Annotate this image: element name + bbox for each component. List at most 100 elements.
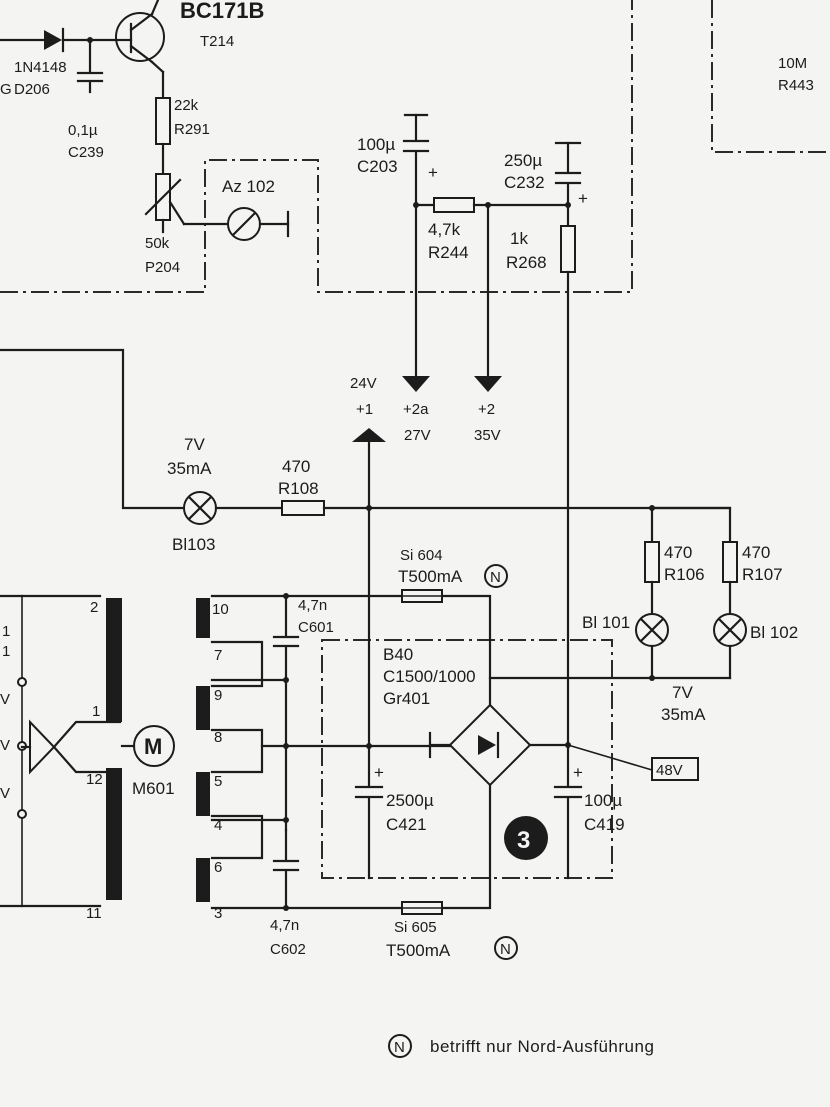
tap-pin-6: 6 [214, 859, 222, 876]
left-edge-1b: 1 [2, 643, 10, 660]
diode-type: 1N4148 [14, 59, 67, 76]
footnote: N betrifft nur Nord-Ausführung [388, 1034, 654, 1058]
svg-text:+: + [374, 763, 384, 782]
svg-text:N: N [490, 569, 501, 586]
p204-value: 50k [145, 235, 170, 252]
r443-value: 10M [778, 55, 807, 72]
meter-az102 [227, 207, 290, 241]
lamp-rating-voltage: 7V [672, 683, 693, 702]
capacitor-c419: + [553, 743, 583, 880]
c232-polarity: + [578, 189, 588, 208]
c601-ref: C601 [298, 619, 334, 636]
resistor-r108 [281, 500, 325, 516]
r268-ref: R268 [506, 253, 547, 272]
transformer-primary [0, 594, 122, 908]
rail-2-id: +2 [478, 401, 495, 418]
module-frame-top-right [711, 0, 830, 153]
fuse-si605 [210, 783, 492, 915]
c421-ref: C421 [386, 815, 427, 834]
left-edge-v1: V [0, 691, 10, 708]
si605-ref: Si 605 [394, 919, 437, 936]
module-frame-supply [321, 639, 613, 879]
motor-ref: M601 [132, 779, 175, 798]
diode-d206 [0, 27, 120, 53]
rail-2-arrow [474, 376, 502, 392]
resistor-r291 [155, 97, 171, 176]
r291-value: 22k [174, 97, 199, 114]
winding-pin-2: 2 [90, 599, 98, 616]
test-voltage-marker: 48V [567, 744, 699, 781]
resistor-r268 [560, 203, 576, 273]
r108-value: 470 [282, 457, 310, 476]
tap-pin-8: 8 [214, 729, 222, 746]
bl101-ref: Bl 101 [582, 613, 630, 632]
svg-text:+: + [573, 763, 583, 782]
winding-pin-1: 1 [92, 703, 100, 720]
c419-ref: C419 [584, 815, 625, 834]
r268-value: 1k [510, 229, 528, 248]
bl103-current: 35mA [167, 459, 212, 478]
capacitor-c239 [76, 38, 104, 94]
left-edge-v3: V [0, 785, 10, 802]
tap-pin-4: 4 [214, 817, 222, 834]
nord-mark-si605: N [494, 936, 518, 960]
lamp-bl103 [183, 491, 217, 525]
module-frame-top [0, 0, 633, 293]
rail-2a-id: +2a [403, 401, 429, 418]
c421-value: 2500µ [386, 791, 434, 810]
capacitor-c421: + [354, 744, 384, 880]
svg-text:N: N [500, 941, 511, 958]
nord-mark-si604: N [484, 564, 508, 588]
c239-ref: C239 [68, 144, 104, 161]
si605-rating: T500mA [386, 941, 451, 960]
svg-text:M: M [144, 734, 162, 759]
bridge-rectifier-gr401 [428, 703, 571, 787]
lamp-bl101 [635, 613, 669, 680]
svg-text:3: 3 [517, 827, 530, 854]
rail-2-voltage: 35V [474, 427, 501, 444]
rail-1-id: +1 [356, 401, 373, 418]
c203-value: 100µ [357, 135, 395, 154]
lamp-bl102 [713, 613, 747, 680]
r291-ref: R291 [174, 121, 210, 138]
c419-value: 100µ [584, 791, 622, 810]
module-badge: 3 [504, 816, 548, 860]
rectifier-ref: Gr401 [383, 689, 430, 708]
tap-pin-10: 10 [212, 601, 229, 618]
tap-pin-5: 5 [214, 773, 222, 790]
voltage-selector [20, 719, 122, 775]
p204-ref: P204 [145, 259, 180, 276]
r443-ref: R443 [778, 77, 814, 94]
r107-value: 470 [742, 543, 770, 562]
capacitor-c601 [272, 593, 300, 682]
rail-1-voltage: 24V [350, 375, 377, 392]
svg-text:48V: 48V [656, 762, 683, 779]
tap-pin-9: 9 [214, 687, 222, 704]
r107-ref: R107 [742, 565, 783, 584]
rail-2a-voltage: 27V [404, 427, 431, 444]
tap-pin-7: 7 [214, 647, 222, 664]
r106-value: 470 [664, 543, 692, 562]
capacitor-c203: + [402, 113, 438, 207]
motor-m601: M [120, 725, 175, 767]
c232-value: 250µ [504, 151, 542, 170]
transistor-ref: T214 [200, 33, 234, 50]
r244-ref: R244 [428, 243, 469, 262]
rail-1-arrow [352, 428, 386, 442]
c239-value: 0,1µ [68, 122, 98, 139]
svg-text:betrifft nur Nord-Ausführung: betrifft nur Nord-Ausführung [430, 1037, 654, 1056]
winding-pin-11: 11 [86, 905, 102, 922]
bl103-voltage: 7V [184, 435, 205, 454]
c203-polarity: + [428, 163, 438, 182]
c203-ref: C203 [357, 157, 398, 176]
transistor-type: BC171B [180, 0, 264, 23]
resistor-r107 [650, 506, 738, 616]
resistor-r244 [413, 197, 571, 213]
tap-pin-3: 3 [214, 905, 222, 922]
diode-ref: D206 [14, 81, 50, 98]
meter-ref: Az 102 [222, 177, 275, 196]
resistor-r106 [644, 506, 660, 616]
potentiometer-p204 [144, 173, 230, 234]
c602-ref: C602 [270, 941, 306, 958]
